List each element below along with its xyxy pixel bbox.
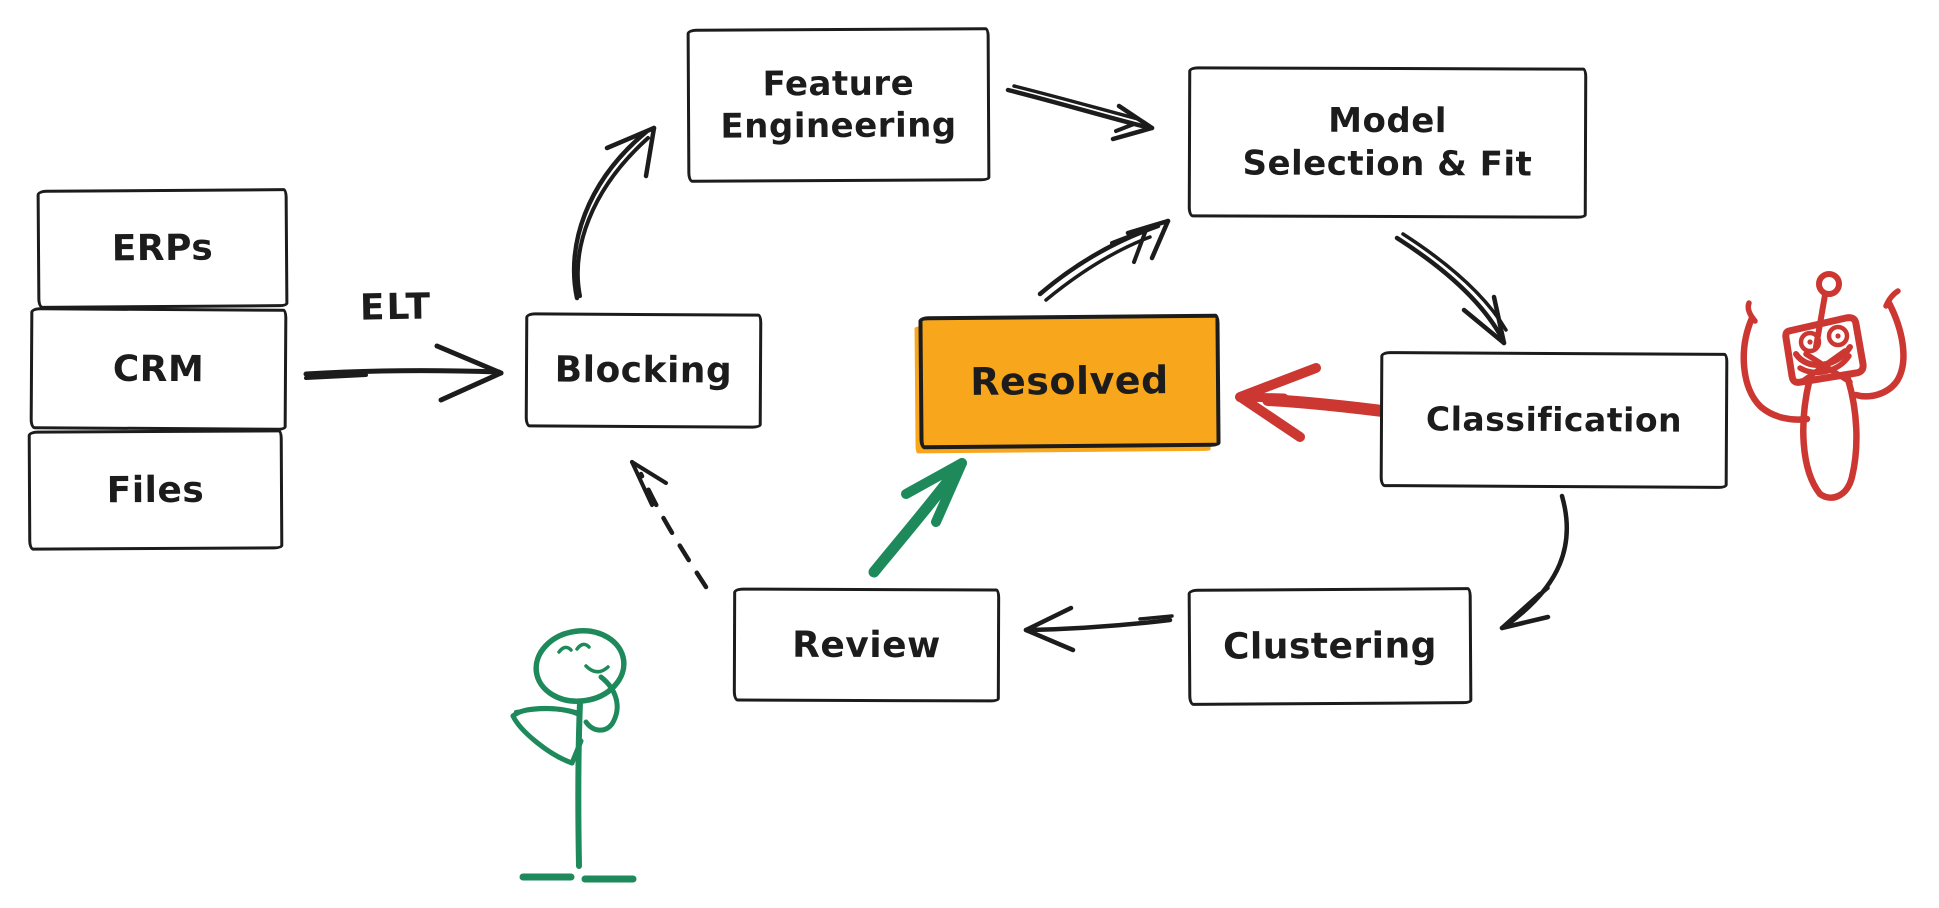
node-label-line1: Model (1328, 100, 1448, 142)
node-label: Review (792, 624, 941, 666)
node-blocking: Blocking (524, 312, 763, 429)
node-label-line1: Feature (762, 63, 915, 104)
node-label: Classification (1425, 399, 1683, 441)
cheering-robot-figure (1740, 271, 1907, 501)
node-clustering: Clustering (1187, 587, 1473, 706)
node-label-line2: Selection & Fit (1242, 142, 1533, 185)
node-label: Clustering (1222, 625, 1438, 668)
node-files: Files (27, 429, 284, 551)
node-label: CRM (112, 348, 205, 390)
review-to-resolved-green-arrow (868, 458, 967, 578)
classification-to-resolved-red-arrow (1235, 363, 1404, 442)
blocking-to-feature-arrow (571, 125, 657, 301)
elt-edge-label: ELT (359, 285, 433, 329)
node-label: Resolved (970, 357, 1169, 404)
node-resolved: Resolved (918, 313, 1221, 450)
elt-arrow (303, 343, 504, 403)
model-to-classification-arrow (1394, 232, 1508, 346)
classification-to-clustering-arrow (1499, 493, 1570, 631)
clustering-to-review-arrow (1023, 605, 1174, 653)
node-erps: ERPs (36, 188, 289, 309)
node-label: Files (106, 469, 205, 511)
node-label: ERPs (111, 227, 214, 270)
node-feature-engineering: Feature Engineering (686, 27, 991, 183)
node-crm: CRM (29, 307, 288, 431)
feature-to-model-arrow (1005, 84, 1155, 142)
review-to-blocking-dashed-arrow (630, 460, 709, 590)
node-model-selection-fit: Model Selection & Fit (1187, 66, 1588, 219)
resolved-to-model-arrow (1037, 218, 1171, 302)
thinking-person-figure (510, 628, 637, 883)
node-label-line2: Engineering (720, 105, 957, 147)
node-review: Review (732, 587, 1001, 703)
node-label: Blocking (554, 349, 733, 392)
node-classification: Classification (1379, 351, 1729, 489)
